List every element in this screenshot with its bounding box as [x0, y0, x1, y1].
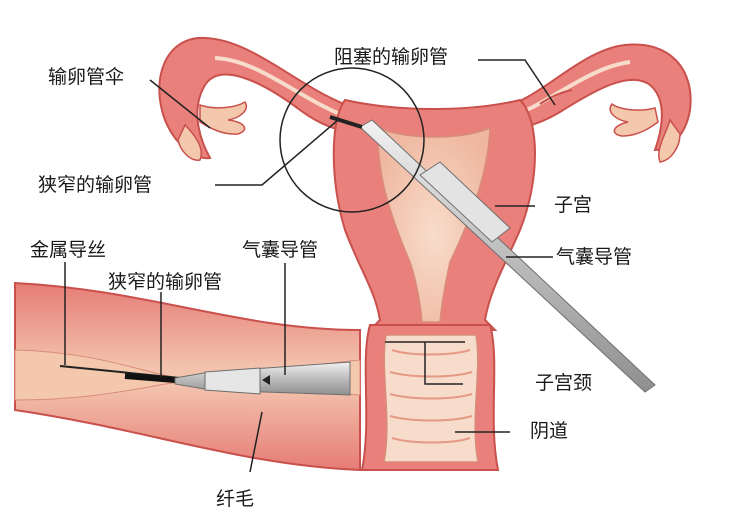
label-cilia: 纤毛 — [216, 488, 255, 510]
leader-lines — [64, 59, 556, 473]
cervix-vagina — [360, 324, 500, 471]
inset-closeup — [14, 281, 361, 472]
label-balloon-catheter-inset: 气囊导管 — [242, 239, 319, 261]
label-cervix: 子宫颈 — [535, 372, 593, 394]
left-fimbriae — [177, 100, 247, 161]
label-blocked-tube: 阻塞的输卵管 — [334, 46, 449, 68]
label-guide-wire: 金属导丝 — [30, 239, 107, 261]
label-fimbria: 输卵管伞 — [48, 66, 125, 88]
label-narrowed-tube-inset: 狭窄的输卵管 — [108, 271, 223, 293]
balloon-catheter-main — [329, 115, 656, 393]
label-uterus: 子宫 — [554, 194, 593, 216]
label-vagina: 阴道 — [530, 420, 569, 442]
uterus — [332, 98, 536, 331]
label-narrowed-tube-top: 狭窄的输卵管 — [38, 174, 153, 196]
magnifier-circle — [279, 67, 425, 213]
right-fimbriae — [609, 102, 681, 163]
label-balloon-catheter-right: 气囊导管 — [556, 246, 633, 268]
